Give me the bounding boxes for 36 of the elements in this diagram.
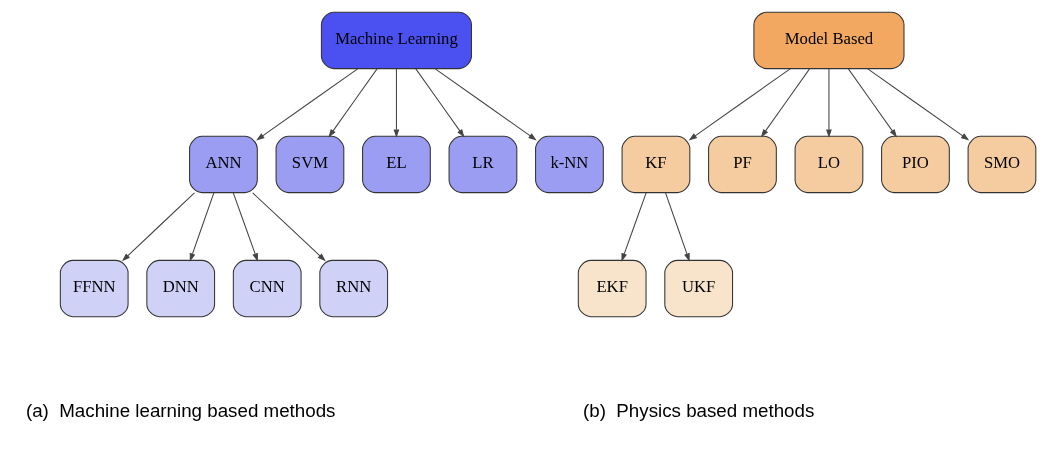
node-box: CNN <box>232 259 302 318</box>
node-box: FFNN <box>59 259 129 318</box>
node-box: PF <box>708 135 777 194</box>
node-box: SMO <box>967 135 1037 194</box>
arrow <box>688 68 791 141</box>
node-box: EKF <box>577 259 647 318</box>
arrow <box>760 68 811 138</box>
node-box: PIO <box>881 135 950 194</box>
arrow <box>847 68 898 138</box>
node-box: RNN <box>319 259 389 318</box>
arrow <box>393 68 400 138</box>
arrow <box>189 192 215 262</box>
arrow <box>252 192 326 262</box>
arrow <box>665 192 690 262</box>
node-box: LR <box>448 135 518 194</box>
arrow <box>256 68 359 141</box>
label: (b) Physics based methods <box>583 400 815 422</box>
node-box: Machine Learning <box>320 11 472 70</box>
node-box: Model Based <box>753 11 905 70</box>
arrow <box>232 192 258 262</box>
node-box: SVM <box>275 135 345 194</box>
node-box: DNN <box>146 259 216 318</box>
label: (a) Machine learning based methods <box>25 400 336 422</box>
node-box: LO <box>794 135 864 194</box>
node-box: k-NN <box>535 135 604 194</box>
node-box: EL <box>362 135 431 194</box>
node-box: UKF <box>664 259 734 318</box>
arrow <box>434 68 537 141</box>
node-box: KF <box>621 135 691 194</box>
node-box: ANN <box>189 135 258 194</box>
arrow <box>121 192 195 262</box>
arrow <box>621 192 647 262</box>
arrow <box>867 68 970 141</box>
arrow <box>415 68 465 138</box>
arrow <box>328 68 378 138</box>
arrow <box>826 68 832 138</box>
